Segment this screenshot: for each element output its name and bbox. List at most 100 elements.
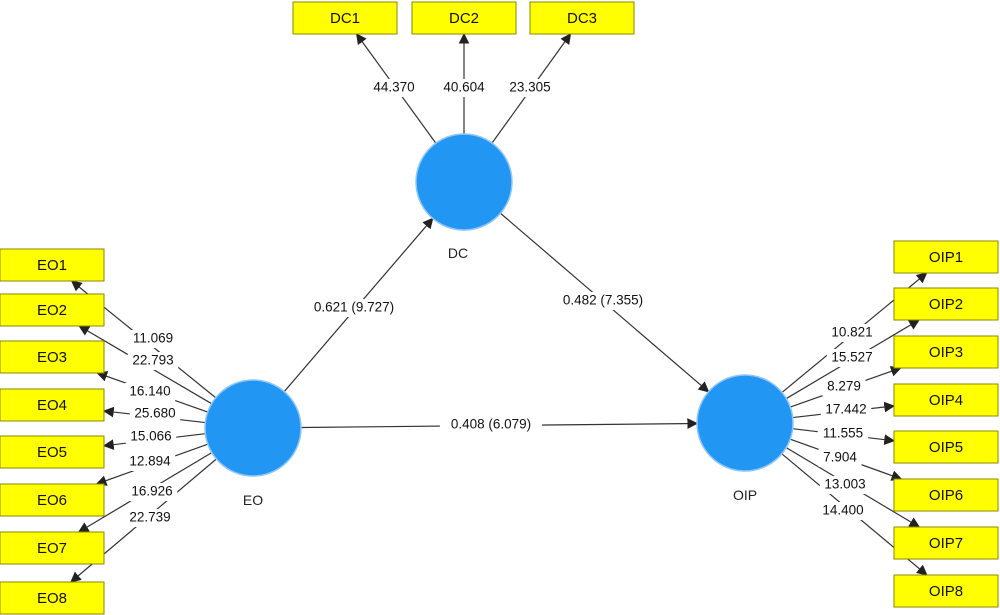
loading-value-oip1-text: 10.821 xyxy=(831,325,872,340)
loading-value-eo2-text: 22.793 xyxy=(132,353,173,368)
loading-value-oip8-text: 14.400 xyxy=(822,503,863,518)
indicator-label: DC3 xyxy=(567,10,597,27)
indicator-label: DC1 xyxy=(330,10,360,27)
indicator-dc1[interactable]: DC1 xyxy=(292,1,398,35)
indicator-box xyxy=(893,478,999,512)
indicator-box xyxy=(893,335,999,369)
latent-eo[interactable]: EO xyxy=(204,379,302,508)
indicator-box xyxy=(893,287,999,321)
indicator-box xyxy=(0,581,105,615)
indicator-eo2[interactable]: EO2 xyxy=(0,293,105,327)
loading-value-eo7: 16.926 xyxy=(126,483,178,501)
loading-value-eo5: 15.066 xyxy=(125,428,177,446)
loading-value-oip2: 15.527 xyxy=(826,349,878,367)
loading-value-eo2: 22.793 xyxy=(127,352,179,370)
indicator-box xyxy=(893,574,999,608)
indicator-box xyxy=(893,383,999,417)
loading-value-oip4-text: 17.442 xyxy=(825,402,866,417)
loading-value-dc3: 23.305 xyxy=(504,79,556,97)
loading-value-eo6-text: 12.894 xyxy=(129,454,171,469)
indicator-oip4[interactable]: OIP4 xyxy=(893,383,999,417)
indicator-eo7[interactable]: EO7 xyxy=(0,531,105,565)
indicator-dc3[interactable]: DC3 xyxy=(529,1,635,35)
loading-value-dc2-text: 40.604 xyxy=(443,80,485,95)
loading-value-dc1: 44.370 xyxy=(368,79,420,97)
loading-value-eo6: 12.894 xyxy=(124,453,176,471)
path-eo-dc-coefficient-text: 0.621 (9.727) xyxy=(314,300,394,315)
path-eo-dc-coefficient: 0.621 (9.727) xyxy=(302,299,406,317)
indicator-box xyxy=(0,531,105,565)
latent-circle xyxy=(696,374,794,472)
latent-circle xyxy=(415,133,513,231)
indicator-oip3[interactable]: OIP3 xyxy=(893,335,999,369)
loading-value-eo7-text: 16.926 xyxy=(131,484,172,499)
indicator-oip8[interactable]: OIP8 xyxy=(893,574,999,608)
loading-value-oip3: 8.279 xyxy=(822,378,866,396)
indicator-box xyxy=(0,248,105,282)
loading-value-eo5-text: 15.066 xyxy=(130,429,171,444)
latent-dc[interactable]: DC xyxy=(415,133,513,261)
loading-value-oip7: 13.003 xyxy=(819,476,871,494)
indicator-eo5[interactable]: EO5 xyxy=(0,435,105,469)
indicator-oip2[interactable]: OIP2 xyxy=(893,287,999,321)
indicator-label: OIP8 xyxy=(929,583,963,600)
indicator-box xyxy=(0,388,105,422)
indicator-box xyxy=(0,340,105,374)
loading-value-eo4-text: 25.680 xyxy=(134,406,175,421)
loading-value-eo4: 25.680 xyxy=(129,405,181,423)
indicator-label: EO4 xyxy=(37,397,67,414)
loading-value-eo1: 11.069 xyxy=(127,330,179,348)
indicator-eo1[interactable]: EO1 xyxy=(0,248,105,282)
indicator-oip7[interactable]: OIP7 xyxy=(893,526,999,560)
indicator-eo4[interactable]: EO4 xyxy=(0,388,105,422)
loading-value-oip4: 17.442 xyxy=(820,401,872,419)
indicator-label: EO7 xyxy=(37,540,67,557)
path-dc-oip-coefficient-text: 0.482 (7.355) xyxy=(563,293,643,308)
indicator-box xyxy=(0,293,105,327)
latent-label: EO xyxy=(243,492,263,508)
indicator-label: OIP1 xyxy=(929,249,963,266)
loading-value-dc3-text: 23.305 xyxy=(509,80,550,95)
loading-value-oip8: 14.400 xyxy=(817,502,869,520)
indicator-label: EO3 xyxy=(37,349,67,366)
indicator-label: EO8 xyxy=(37,590,67,607)
latent-oip[interactable]: OIP xyxy=(696,374,794,503)
loading-value-oip7-text: 13.003 xyxy=(824,477,865,492)
loading-value-oip2-text: 15.527 xyxy=(831,350,872,365)
loading-value-eo3-text: 16.140 xyxy=(129,384,170,399)
indicator-label: OIP5 xyxy=(929,439,963,456)
loading-value-eo3: 16.140 xyxy=(124,383,176,401)
path-dc-oip-coefficient: 0.482 (7.355) xyxy=(551,292,655,310)
latent-label: DC xyxy=(448,245,468,261)
indicator-dc2[interactable]: DC2 xyxy=(411,1,517,35)
loading-value-oip3-text: 8.279 xyxy=(827,379,861,394)
indicator-label: EO6 xyxy=(37,492,67,509)
path-eo-oip-coefficient-text: 0.408 (6.079) xyxy=(451,417,531,432)
loading-value-dc1-text: 44.370 xyxy=(373,80,414,95)
indicator-oip1[interactable]: OIP1 xyxy=(893,240,999,274)
latent-label: OIP xyxy=(733,487,757,503)
indicator-label: OIP2 xyxy=(929,296,963,313)
loading-value-eo8: 22.739 xyxy=(124,509,176,527)
indicator-eo8[interactable]: EO8 xyxy=(0,581,105,615)
loading-value-oip6: 7.904 xyxy=(818,449,862,467)
indicator-box xyxy=(893,240,999,274)
indicator-oip6[interactable]: OIP6 xyxy=(893,478,999,512)
loading-value-eo1-text: 11.069 xyxy=(133,331,173,346)
loading-value-oip5: 11.555 xyxy=(817,425,869,443)
loading-value-eo8-text: 22.739 xyxy=(129,510,170,525)
indicator-eo3[interactable]: EO3 xyxy=(0,340,105,374)
indicator-label: EO2 xyxy=(37,302,67,319)
indicator-box xyxy=(292,1,398,35)
loading-value-oip5-text: 11.555 xyxy=(823,426,863,441)
indicator-label: OIP6 xyxy=(929,487,963,504)
indicator-box xyxy=(529,1,635,35)
loading-value-oip1: 10.821 xyxy=(826,324,878,342)
loading-value-dc2: 40.604 xyxy=(438,79,490,97)
indicator-label: OIP3 xyxy=(929,344,963,361)
indicator-box xyxy=(0,435,105,469)
indicator-label: EO1 xyxy=(37,257,67,274)
indicator-oip5[interactable]: OIP5 xyxy=(893,430,999,464)
indicator-eo6[interactable]: EO6 xyxy=(0,483,105,517)
